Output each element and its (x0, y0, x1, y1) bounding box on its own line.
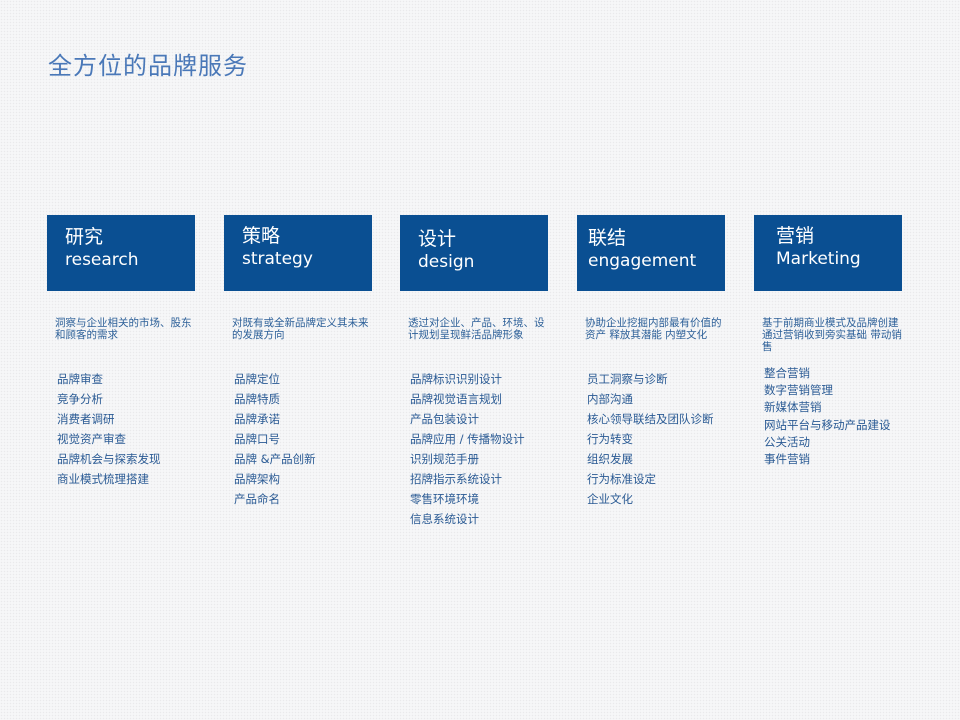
list-item: 产品命名 (234, 492, 280, 506)
card-title-en: Marketing (776, 249, 861, 269)
column-description: 对既有或全新品牌定义其未来的发展方向 (232, 317, 369, 341)
list-item: 员工洞察与诊断 (587, 372, 668, 386)
list-item: 企业文化 (587, 492, 633, 506)
list-item: 内部沟通 (587, 392, 633, 406)
list-item: 品牌视觉语言规划 (410, 392, 502, 406)
service-list: 品牌标识识别设计 品牌视觉语言规划 产品包装设计 品牌应用 / 传播物设计 识别… (400, 369, 548, 529)
list-item: 品牌架构 (234, 472, 280, 486)
list-item: 产品包装设计 (410, 412, 479, 426)
service-card-strategy[interactable]: 策略 strategy (224, 215, 372, 291)
list-item: 品牌 &产品创新 (234, 452, 316, 466)
service-column-engagement: 联结 engagement 协助企业挖掘内部最有价值的资产 释放其潜能 内塑文化… (577, 215, 725, 509)
service-card-marketing[interactable]: 营销 Marketing (754, 215, 902, 291)
service-list: 整合营销 数字营销管理 新媒体营销 网站平台与移动产品建设 公关活动 事件营销 (754, 365, 902, 468)
card-title-cn: 联结 (588, 227, 627, 249)
column-description: 基于前期商业模式及品牌创建 通过营销收到旁实基础 带动销售 (762, 317, 902, 353)
list-item: 消费者调研 (57, 412, 115, 426)
card-title-en: research (65, 250, 139, 270)
card-title-en: engagement (588, 251, 697, 271)
list-item: 信息系统设计 (410, 512, 479, 526)
list-item: 品牌标识识别设计 (410, 372, 502, 386)
card-title-cn: 设计 (418, 228, 457, 250)
list-item: 核心领导联结及团队诊断 (587, 412, 714, 426)
list-item: 公关活动 (764, 434, 810, 449)
list-item: 商业模式梳理搭建 (57, 472, 149, 486)
service-list: 员工洞察与诊断 内部沟通 核心领导联结及团队诊断 行为转变 组织发展 行为标准设… (577, 369, 725, 509)
service-column-research: 研究 research 洞察与企业相关的市场、股东和顾客的需求 品牌审查 竞争分… (47, 215, 195, 489)
list-item: 零售环境环境 (410, 492, 479, 506)
list-item: 品牌审查 (57, 372, 103, 386)
service-card-engagement[interactable]: 联结 engagement (577, 215, 725, 291)
list-item: 新媒体营销 (764, 400, 822, 415)
service-column-strategy: 策略 strategy 对既有或全新品牌定义其未来的发展方向 品牌定位 品牌特质… (224, 215, 372, 509)
card-title-cn: 策略 (242, 225, 281, 247)
list-item: 视觉资产审查 (57, 432, 126, 446)
list-item: 组织发展 (587, 452, 633, 466)
list-item: 品牌承诺 (234, 412, 280, 426)
service-list: 品牌审查 竞争分析 消费者调研 视觉资产审查 品牌机会与探索发现 商业模式梳理搭… (47, 369, 195, 489)
service-column-design: 设计 design 透过对企业、产品、环境、设计规划呈现鲜活品牌形象 品牌标识识… (400, 215, 548, 529)
card-title-en: strategy (242, 249, 313, 269)
column-description: 透过对企业、产品、环境、设计规划呈现鲜活品牌形象 (408, 317, 545, 341)
page-title: 全方位的品牌服务 (48, 52, 248, 80)
service-card-research[interactable]: 研究 research (47, 215, 195, 291)
card-title-en: design (418, 252, 475, 272)
list-item: 品牌机会与探索发现 (57, 452, 161, 466)
column-description: 洞察与企业相关的市场、股东和顾客的需求 (55, 317, 192, 341)
list-item: 品牌特质 (234, 392, 280, 406)
service-column-marketing: 营销 Marketing 基于前期商业模式及品牌创建 通过营销收到旁实基础 带动… (754, 215, 902, 468)
list-item: 整合营销 (764, 366, 810, 380)
list-item: 竞争分析 (57, 392, 103, 406)
list-item: 品牌定位 (234, 372, 280, 386)
card-title-cn: 研究 (65, 226, 104, 248)
list-item: 事件营销 (764, 452, 810, 467)
list-item: 品牌应用 / 传播物设计 (410, 432, 525, 446)
list-item: 品牌口号 (234, 432, 280, 446)
list-item: 识别规范手册 (410, 452, 479, 466)
column-description: 协助企业挖掘内部最有价值的资产 释放其潜能 内塑文化 (585, 317, 722, 341)
list-item: 招牌指示系统设计 (410, 472, 502, 486)
service-list: 品牌定位 品牌特质 品牌承诺 品牌口号 品牌 &产品创新 品牌架构 产品命名 (224, 369, 372, 509)
list-item: 行为标准设定 (587, 472, 656, 486)
card-title-cn: 营销 (776, 225, 815, 247)
list-item: 行为转变 (587, 432, 633, 446)
list-item: 数字营销管理 (764, 383, 833, 398)
service-card-design[interactable]: 设计 design (400, 215, 548, 291)
list-item: 网站平台与移动产品建设 (764, 417, 891, 432)
